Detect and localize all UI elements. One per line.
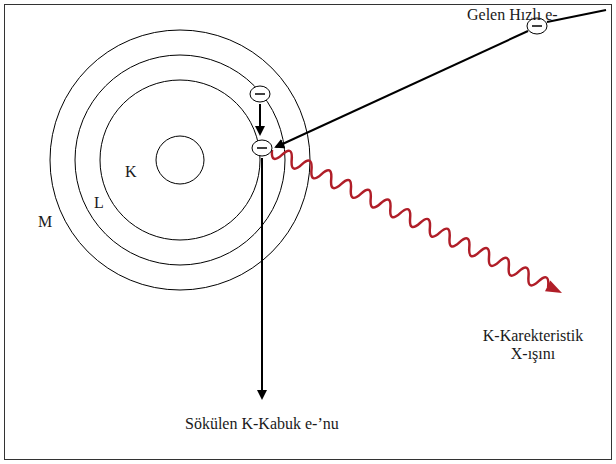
- x-ray-wave: [272, 150, 562, 293]
- x-ray-wave-line: [272, 150, 550, 287]
- shell-label: L: [94, 194, 104, 212]
- x-ray-arrowhead: [545, 281, 562, 294]
- particle-label: Gelen Hızlı e-: [467, 6, 558, 24]
- ejection-arrow: [261, 158, 263, 398]
- electron: [250, 86, 270, 102]
- nucleus: [156, 136, 204, 184]
- k-shell: [100, 80, 260, 240]
- incoming-path: [276, 31, 528, 147]
- x-ray-label: K-Karekteristik X-ışını: [474, 327, 592, 364]
- shell-label: K: [125, 163, 137, 181]
- electron: [252, 140, 272, 156]
- shell-label: M: [38, 213, 52, 231]
- frame: [5, 5, 612, 460]
- m-shell: [50, 30, 310, 290]
- l-shell: [75, 55, 285, 265]
- ejected-electron-label: Sökülen K-Kabuk e-’nu: [185, 415, 339, 433]
- transition-arrow: [259, 104, 261, 134]
